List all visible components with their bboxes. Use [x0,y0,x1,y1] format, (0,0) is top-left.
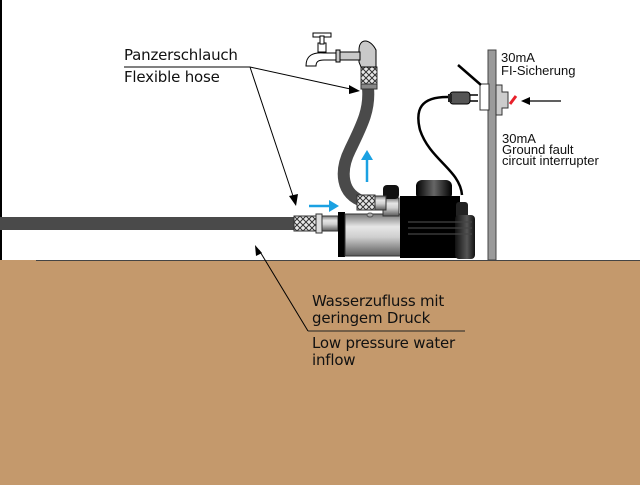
rcd-bottom-label-en-2: circuit interrupter [502,153,599,168]
breaker-test-lever [508,95,518,105]
flexible-hose [337,87,375,208]
motor-fins [408,221,472,235]
socket-wire [457,64,482,86]
hose-nut-top [360,83,378,90]
inflow-label-en-1: Low pressure water [312,334,456,352]
hose-label-en: Flexible hose [124,68,220,86]
pump-flange [338,212,345,257]
hose-braid-top [360,66,378,85]
inlet-fitting [315,213,323,234]
power-plug-icon [448,91,478,105]
motor-junction [456,202,468,218]
inflow-label-de-1: Wasserzufluss mit [312,292,445,310]
rcd-bottom-label-en-1: Ground fault [502,142,574,157]
rcd-top-label-de: FI-Sicherung [501,63,576,78]
motor-top [416,180,452,200]
hose-label-de: Panzerschlauch [124,46,238,64]
pump-outlet-cap [383,185,399,199]
inlet-hose [0,217,296,230]
rcd-top-amp: 30mA [501,50,535,65]
flow-arrow-inlet [309,200,339,212]
rcd-bottom-amp: 30mA [502,131,536,146]
leader-to-inlet-hose [249,66,295,200]
pump-vent [366,212,374,218]
power-cable [417,95,464,196]
motor-end-cap [455,215,475,259]
ground-fault-breaker-icon [495,84,509,116]
leader-inlet-arrowhead [289,194,298,206]
leader-to-tap-hose [249,66,356,91]
hose-braid-bottom [356,194,376,211]
leader-inflow-arrowhead [255,245,262,256]
inflow-label-de-2: geringem Druck [312,309,431,327]
ground [0,260,640,485]
leader-to-inflow [258,249,309,332]
inflow-label-en-2: inflow [312,351,356,369]
inlet-fitting-nut [321,215,339,232]
breaker-pointer-arrowhead [521,97,530,105]
motor-body [400,196,460,258]
inlet-hose-braid [293,215,317,232]
pump-housing [344,213,408,257]
flow-arrow-up [361,150,373,182]
wall-socket [479,83,490,111]
mounting-post [487,49,497,261]
leader-tap-arrowhead [349,85,360,94]
water-tap-icon [305,32,377,68]
